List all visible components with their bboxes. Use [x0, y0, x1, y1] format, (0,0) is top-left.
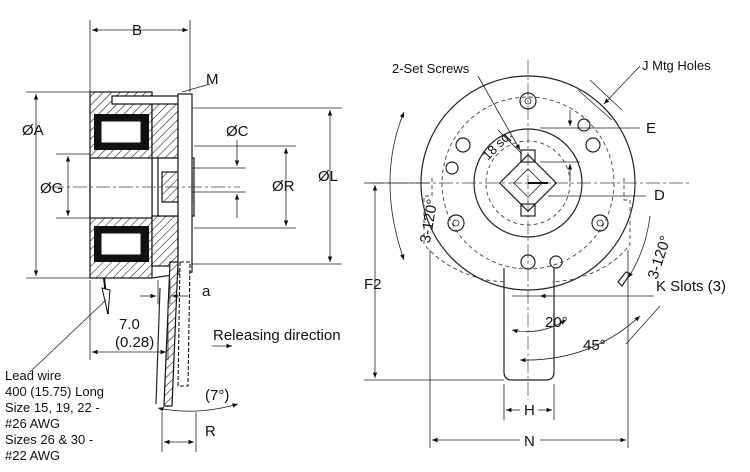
dim-e: E — [540, 110, 656, 180]
label-set-screws: 2-Set Screws — [392, 61, 470, 76]
label-mtg-holes: J Mtg Holes — [642, 58, 711, 73]
dim-angle-7: (7°) — [157, 387, 239, 412]
front-view: 2-Set Screws J Mtg Holes 18 sq. E D — [364, 58, 726, 450]
k-slots — [512, 271, 631, 297]
angle-20: 20° — [511, 314, 568, 334]
label-120-left: 3-120° — [417, 198, 441, 245]
mtg-hole-right — [591, 214, 609, 232]
mtg-hole-top — [519, 92, 537, 110]
label-r: R — [205, 423, 216, 440]
dim-n: N — [429, 250, 629, 450]
mtg-hole-left — [447, 214, 465, 232]
secondary-holes — [445, 118, 601, 270]
dim-f2: F2 — [364, 182, 504, 381]
lead-wire-line1: Lead wire — [5, 368, 61, 383]
label-f2: F2 — [364, 276, 382, 293]
k-slots-callout: K Slots (3) — [540, 278, 726, 345]
releasing-direction: Releasing direction — [212, 327, 341, 349]
sq-callout: 18 sq. — [479, 127, 523, 163]
label-45: 45° — [583, 337, 606, 354]
lead-wire-line6: #22 AWG — [5, 448, 60, 463]
hub — [498, 149, 558, 217]
angle-120-right: 3-120° — [627, 215, 675, 281]
label-r-dia: ØR — [272, 178, 295, 195]
lead-wire — [29, 277, 111, 373]
anti-rotation-tab — [503, 268, 555, 381]
label-l: ØL — [318, 168, 338, 185]
lead-wire-note: Lead wire 400 (15.75) Long Size 15, 19, … — [5, 368, 104, 463]
lead-wire-line5: Sizes 26 & 30 - — [5, 432, 93, 447]
angle-120-left: 3-120° — [389, 111, 441, 261]
label-h: H — [524, 402, 535, 419]
dim-m: M — [181, 71, 219, 93]
label-d: D — [654, 187, 665, 204]
dim-b: B — [89, 20, 191, 92]
label-e: E — [646, 120, 656, 137]
housing-section — [89, 91, 195, 279]
release-lever — [155, 261, 191, 407]
set-screws-callout: 2-Set Screws — [392, 61, 521, 151]
label-angle-7: (7°) — [205, 387, 229, 404]
dim-a-small: a — [140, 280, 211, 304]
lead-wire-line3: Size 15, 19, 22 - — [5, 400, 100, 415]
label-c: ØC — [226, 123, 249, 140]
lead-wire-line4: #26 AWG — [5, 416, 60, 431]
mtg-holes-callout: J Mtg Holes — [577, 58, 711, 121]
dim-a: ØA — [22, 91, 90, 279]
label-k-slots: K Slots (3) — [656, 278, 726, 295]
angle-45: 45° — [519, 315, 641, 363]
label-20: 20° — [545, 314, 568, 331]
dim-h: H — [503, 384, 555, 420]
lead-wire-line2: 400 (15.75) Long — [5, 384, 104, 399]
label-b: B — [132, 22, 142, 39]
dim-d: D — [548, 187, 665, 204]
housing-outline — [423, 178, 631, 283]
label-g: ØG — [40, 180, 63, 197]
dim-r-dia: ØR — [194, 145, 296, 229]
label-releasing: Releasing direction — [213, 327, 341, 344]
label-m: M — [206, 71, 219, 88]
dim-g: ØG — [40, 153, 90, 219]
side-view: B M ØA ØG ØC — [5, 20, 342, 463]
dim-r: R — [161, 412, 216, 452]
label-a-small: a — [202, 283, 211, 300]
label-120-right: 3-120° — [645, 234, 675, 281]
label-n: N — [524, 433, 535, 450]
mounting-holes — [447, 92, 609, 232]
dim-c: ØC — [192, 123, 249, 218]
dim-l: ØL — [192, 107, 342, 265]
label-7: 7.0 — [119, 316, 140, 333]
dim-7: 7.0 (0.28) — [89, 280, 169, 360]
label-028: (0.28) — [115, 334, 154, 351]
label-a: ØA — [22, 122, 44, 139]
